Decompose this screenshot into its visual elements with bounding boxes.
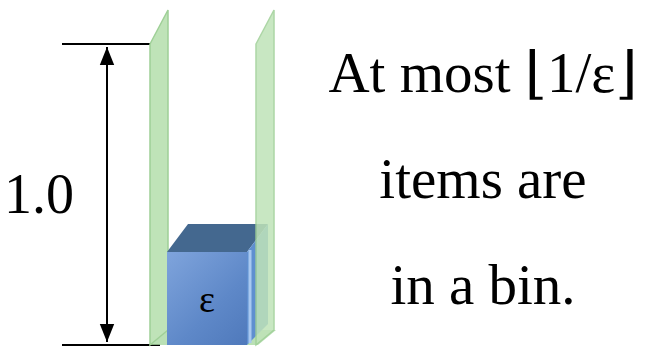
note-text: At most ⌊1/ε⌋ items are in a bin. <box>322 20 644 338</box>
cube-edge <box>249 250 252 343</box>
dimension-tick <box>62 43 152 45</box>
item-cube: ε <box>167 252 247 345</box>
dimension-tick <box>62 344 160 346</box>
dimension-label: 1.0 <box>2 162 76 226</box>
bin-wall <box>256 10 274 345</box>
item-size: ε <box>199 280 215 318</box>
bin-wall <box>150 10 168 345</box>
dimension-arrow <box>106 47 108 342</box>
